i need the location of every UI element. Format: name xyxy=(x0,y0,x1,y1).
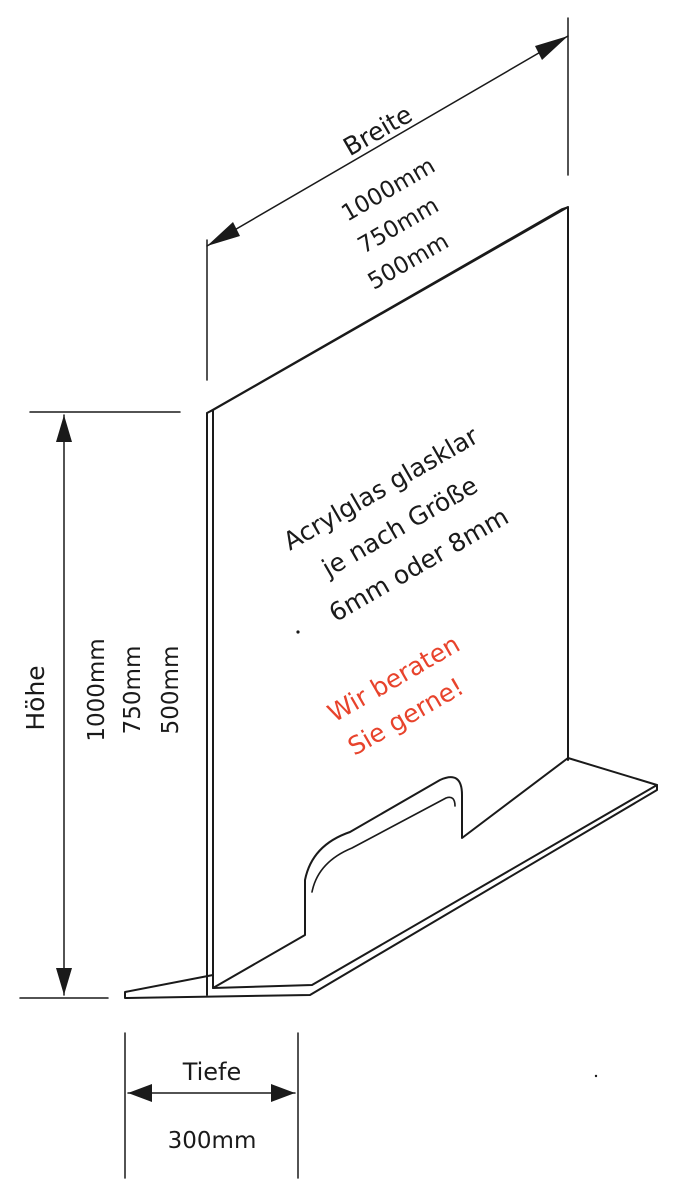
hoehe-arrow-bottom xyxy=(56,968,72,995)
tiefe-label: Tiefe xyxy=(182,1058,242,1086)
base-foot xyxy=(124,757,658,999)
tiefe-dimension xyxy=(124,1032,299,1179)
breite-dim-line xyxy=(206,35,569,247)
hoehe-dimension xyxy=(19,411,181,999)
hoehe-arrow-top xyxy=(56,415,72,442)
panel-left-edge xyxy=(206,409,214,996)
stray-dot-2 xyxy=(594,1074,598,1078)
hoehe-label: Höhe xyxy=(21,665,50,730)
breite-dimension xyxy=(206,17,569,381)
tiefe-arrow-left xyxy=(128,1084,152,1102)
hoehe-value-3: 500mm xyxy=(158,646,184,735)
panel-top-edge xyxy=(206,206,569,414)
acrylic-panel xyxy=(206,206,569,996)
base-left-outline xyxy=(124,784,658,999)
breite-arrow-left xyxy=(207,222,240,246)
breite-label: Breite xyxy=(338,99,417,161)
cutout-inner-outline xyxy=(311,796,456,893)
hoehe-value-1: 1000mm xyxy=(84,638,110,741)
hoehe-value-2: 750mm xyxy=(120,646,146,735)
stray-dot xyxy=(296,630,300,634)
breite-arrow-right xyxy=(535,36,568,60)
tiefe-value: 300mm xyxy=(168,1128,257,1154)
tiefe-arrow-right xyxy=(271,1084,295,1102)
base-top-outline xyxy=(212,757,658,989)
